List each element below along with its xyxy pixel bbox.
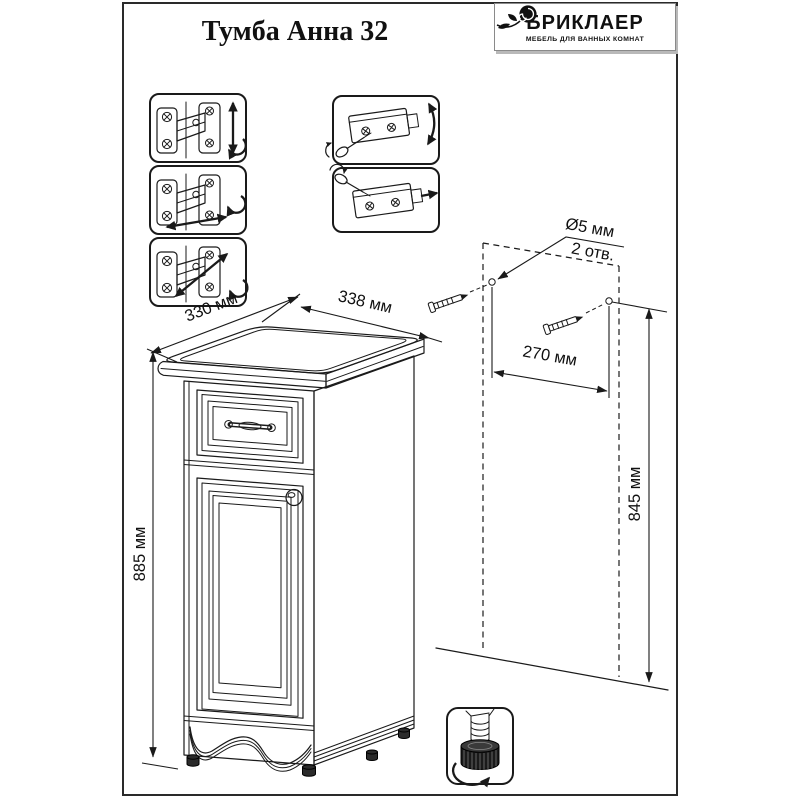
screw-icon <box>542 316 584 335</box>
swing-adjust-arrow-icon <box>427 102 438 146</box>
dimension-hole-spacing: 270 мм <box>491 287 610 398</box>
brand-logo-box: БРИКЛАЕР МЕБЕЛЬ ДЛЯ ВАННЫХ КОМНАТ <box>494 3 676 51</box>
hole-spec-callout: Ø5 мм 2 отв. <box>497 215 625 280</box>
drawing-frame <box>122 2 678 796</box>
hinge-vertical-adjust-panel <box>149 93 247 163</box>
cabinet-drawing <box>157 326 425 777</box>
wall-mount-outline <box>427 242 669 691</box>
mounting-hole <box>488 278 496 286</box>
diagonal-adjust-arrow-icon <box>174 252 229 298</box>
dimension-hole-spacing-label: 270 мм <box>521 342 578 369</box>
door-knob-icon <box>285 488 303 507</box>
rotation-arrow-icon <box>329 163 348 174</box>
floor-line <box>435 647 669 691</box>
screw-icon <box>427 294 469 313</box>
countertop <box>157 326 425 389</box>
foot-adjust-panel <box>446 707 514 788</box>
apron <box>189 715 415 772</box>
adjustable-feet <box>186 727 410 777</box>
dimension-width: 338 мм <box>300 287 443 343</box>
catch-body-icon <box>352 182 424 219</box>
dimension-mount-height: 845 мм <box>611 301 668 683</box>
catch-adjust-panel-2 <box>329 163 440 233</box>
adjustable-foot-icon <box>460 708 500 770</box>
hole-count-label: 2 отв. <box>570 239 616 264</box>
screwdriver-icon <box>335 132 372 158</box>
brand-name: БРИКЛАЕР <box>526 11 644 34</box>
rotation-arrow-icon <box>226 195 247 217</box>
catch-body-icon <box>348 107 420 144</box>
cabinet-front-face <box>183 380 315 766</box>
rotation-arrow-icon <box>451 762 491 788</box>
screwdriver-icon <box>334 173 371 197</box>
dimension-width-label: 338 мм <box>336 287 393 317</box>
rotation-arrow-icon <box>228 138 247 160</box>
rose-icon <box>496 5 537 29</box>
hinge-horizontal-adjust-panel <box>149 165 247 235</box>
rotation-arrow-icon <box>228 279 249 301</box>
mounting-hole <box>605 297 613 305</box>
hole-diameter-label: Ø5 мм <box>564 215 616 241</box>
depth-adjust-arrow-icon <box>420 189 439 200</box>
page-title: Тумба Анна 32 <box>201 16 389 47</box>
drawer-handle-icon <box>224 420 276 433</box>
door <box>196 477 304 719</box>
catch-adjust-panel-1 <box>325 95 440 165</box>
drawer <box>196 389 304 464</box>
dimension-mount-height-label: 845 мм <box>626 467 644 522</box>
horizontal-adjust-arrow-icon <box>165 213 228 231</box>
rotation-arrow-icon <box>325 142 332 158</box>
dimension-height-label: 885 мм <box>131 527 149 582</box>
cabinet-side-face <box>313 355 415 766</box>
brand-tagline: МЕБЕЛЬ ДЛЯ ВАННЫХ КОМНАТ <box>525 35 645 43</box>
dimension-height: 885 мм <box>131 351 179 770</box>
